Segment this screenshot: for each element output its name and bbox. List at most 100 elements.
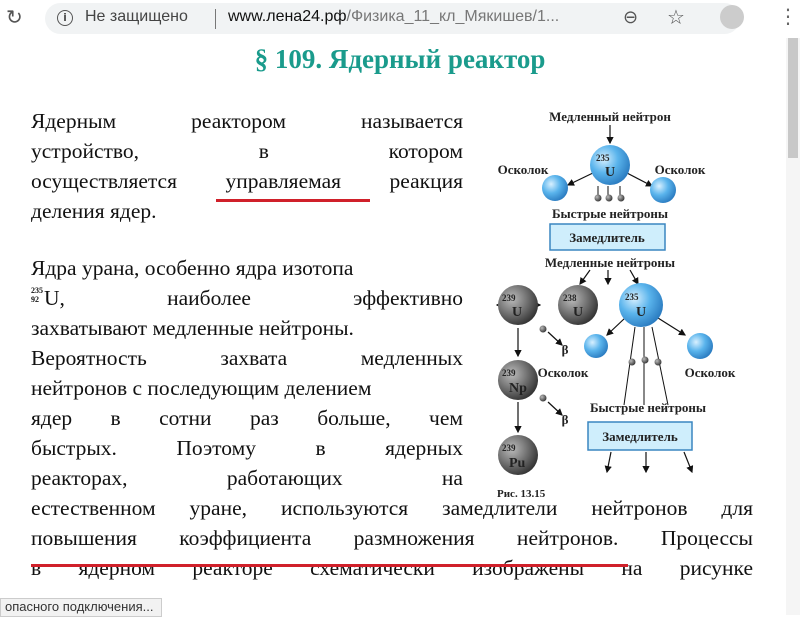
text-line: устройство, в котором <box>31 139 463 164</box>
browser-toolbar: ↻ i Не защищено www.лена24.рф/Физика_11_… <box>0 0 800 38</box>
u235-nucleus <box>590 145 630 185</box>
label-beta: β <box>562 412 569 427</box>
red-underline <box>31 564 628 567</box>
red-underline <box>216 199 370 202</box>
label-fast-neutrons: Быстрые нейтроны <box>590 400 706 415</box>
word: называется <box>360 109 463 133</box>
word: нейтронов с последующим делением <box>31 376 372 400</box>
word: раз <box>249 406 279 430</box>
svg-text:239: 239 <box>502 293 516 303</box>
text-line: нейтронов с последующим делением <box>31 376 463 401</box>
svg-text:U: U <box>636 305 646 320</box>
info-icon[interactable]: i <box>57 10 73 26</box>
word: реактором <box>191 109 286 133</box>
label-slow-neutron: Медленный нейтрон <box>549 109 671 124</box>
word: U, <box>44 286 65 310</box>
text-line: ядер в сотни раз больше, чем <box>31 406 463 431</box>
word: Вероятность <box>31 346 147 370</box>
u239-nucleus <box>498 285 538 325</box>
address-bar[interactable]: i Не защищено www.лена24.рф/Физика_11_кл… <box>45 3 740 34</box>
u238-nucleus <box>558 285 598 325</box>
word: реакция <box>389 169 463 193</box>
svg-text:239: 239 <box>502 443 516 453</box>
word: осуществляется <box>31 169 177 193</box>
word: в <box>110 406 121 430</box>
svg-text:Pu: Pu <box>509 456 526 471</box>
label-fragment: Осколок <box>498 162 549 177</box>
reload-icon[interactable]: ↻ <box>6 5 23 29</box>
word: на <box>441 466 463 490</box>
label-fragment: Осколок <box>538 365 589 380</box>
word: реакторах, <box>31 466 128 490</box>
u235-nucleus <box>619 283 663 327</box>
word: котором <box>388 139 463 163</box>
svg-text:U: U <box>605 165 615 180</box>
security-label[interactable]: Не защищено <box>85 8 188 25</box>
figure-caption: Рис. 13.15 <box>497 488 546 500</box>
word: быстрых. <box>31 436 117 460</box>
fragment <box>687 333 713 359</box>
moderator-box <box>549 223 666 251</box>
text-line: Ядра урана, особенно ядра изотопа <box>31 256 463 281</box>
zoom-icon[interactable]: ⊖ <box>623 7 639 28</box>
text-line: естественном уране, используются замедли… <box>31 496 753 520</box>
status-bar: опасного подключения... <box>0 598 163 617</box>
divider <box>215 9 216 29</box>
svg-text:239: 239 <box>502 368 516 378</box>
label-fragment: Осколок <box>655 162 706 177</box>
word: ядер <box>31 406 73 430</box>
word: захвата <box>220 346 288 370</box>
text-line: реакторах, работающих на <box>31 466 463 491</box>
scrollbar-thumb[interactable] <box>788 38 798 158</box>
np239-nucleus <box>498 360 538 400</box>
word: устройство, <box>31 139 140 163</box>
fragment <box>584 334 608 358</box>
word: в <box>258 139 269 163</box>
word: управляемая <box>225 169 341 193</box>
menu-icon[interactable]: ⋮ <box>778 4 798 28</box>
text-line: захватывают медленные нейтроны. <box>31 316 463 341</box>
svg-text:238: 238 <box>563 293 577 303</box>
word: больше, <box>317 406 391 430</box>
fragment <box>542 175 568 201</box>
word: чем <box>429 406 463 430</box>
text-line: Ядерным реактором называется <box>31 109 463 134</box>
word: Ядерным <box>31 109 117 133</box>
text-line: в ядерном реакторе схематически изображе… <box>31 556 753 580</box>
text-line: Вероятность захвата медленных <box>31 346 463 371</box>
word: Ядра урана, особенно ядра изотопа <box>31 256 354 280</box>
label-fragment: Осколок <box>685 365 736 380</box>
word: деления ядер. <box>31 199 157 223</box>
label-moderator: Замедлитель <box>569 230 645 245</box>
scrollbar[interactable] <box>786 38 800 615</box>
pu239-nucleus <box>498 435 538 475</box>
text-line: осуществляется управляемая реакция <box>31 169 463 194</box>
moderator-box <box>587 421 693 451</box>
word: сотни <box>159 406 212 430</box>
word: в <box>315 436 326 460</box>
word: медленных <box>360 346 463 370</box>
word: захватывают медленные нейтроны. <box>31 316 354 340</box>
label-slow-neutrons: Медленные нейтроны <box>545 255 675 270</box>
svg-text:235: 235 <box>625 292 639 302</box>
text-line: повышения коэффициента размножения нейтр… <box>31 526 753 550</box>
word: Поэтому <box>176 436 256 460</box>
avatar[interactable] <box>720 5 744 29</box>
word: наиболее <box>167 286 251 310</box>
word: эффективно <box>353 286 463 310</box>
label-moderator: Замедлитель <box>602 429 678 444</box>
svg-text:235: 235 <box>596 153 610 163</box>
word: работающих <box>226 466 343 490</box>
svg-text:U: U <box>512 305 522 320</box>
url-text[interactable]: www.лена24.рф/Физика_11_кл_Мякишев/1... <box>228 8 560 25</box>
bookmark-star-icon[interactable]: ☆ <box>667 5 685 29</box>
page-title: § 109. Ядерный реактор <box>254 44 546 74</box>
fragment <box>650 177 676 203</box>
label-fast-neutrons: Быстрые нейтроны <box>552 206 668 221</box>
label-beta: β <box>562 342 569 357</box>
svg-text:Np: Np <box>509 381 527 396</box>
